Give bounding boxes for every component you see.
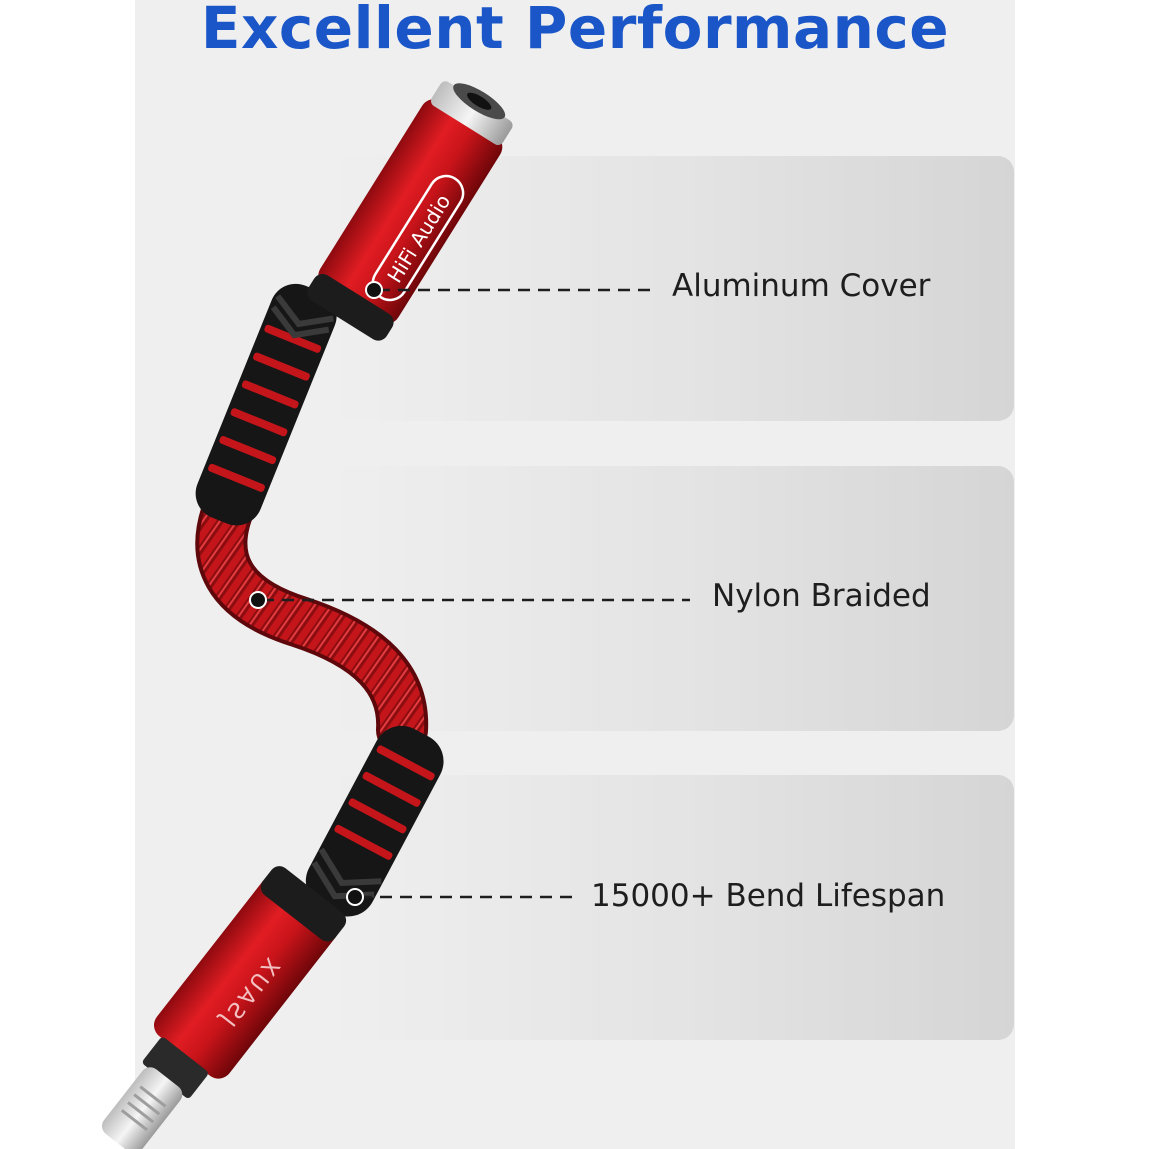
callout-dot-lifespan (346, 888, 364, 906)
feature-label-nylon-braided: Nylon Braided (712, 578, 931, 614)
callout-dot-nylon (249, 591, 267, 609)
lightning-plug-housing (101, 866, 347, 1149)
feature-label-aluminum-cover: Aluminum Cover (672, 268, 931, 304)
lightning-connector-icon (101, 1067, 183, 1149)
page-title: Excellent Performance (200, 0, 950, 62)
callout-dot-aluminum (365, 281, 383, 299)
feature-label-bend-lifespan: 15000+ Bend Lifespan (591, 878, 946, 914)
feature-card-lifespan (330, 775, 1014, 1040)
aluminum-cover-housing (307, 81, 513, 341)
upper-strain-relief (195, 283, 337, 526)
feature-card-nylon (330, 466, 1014, 731)
lower-strain-relief (305, 725, 444, 917)
